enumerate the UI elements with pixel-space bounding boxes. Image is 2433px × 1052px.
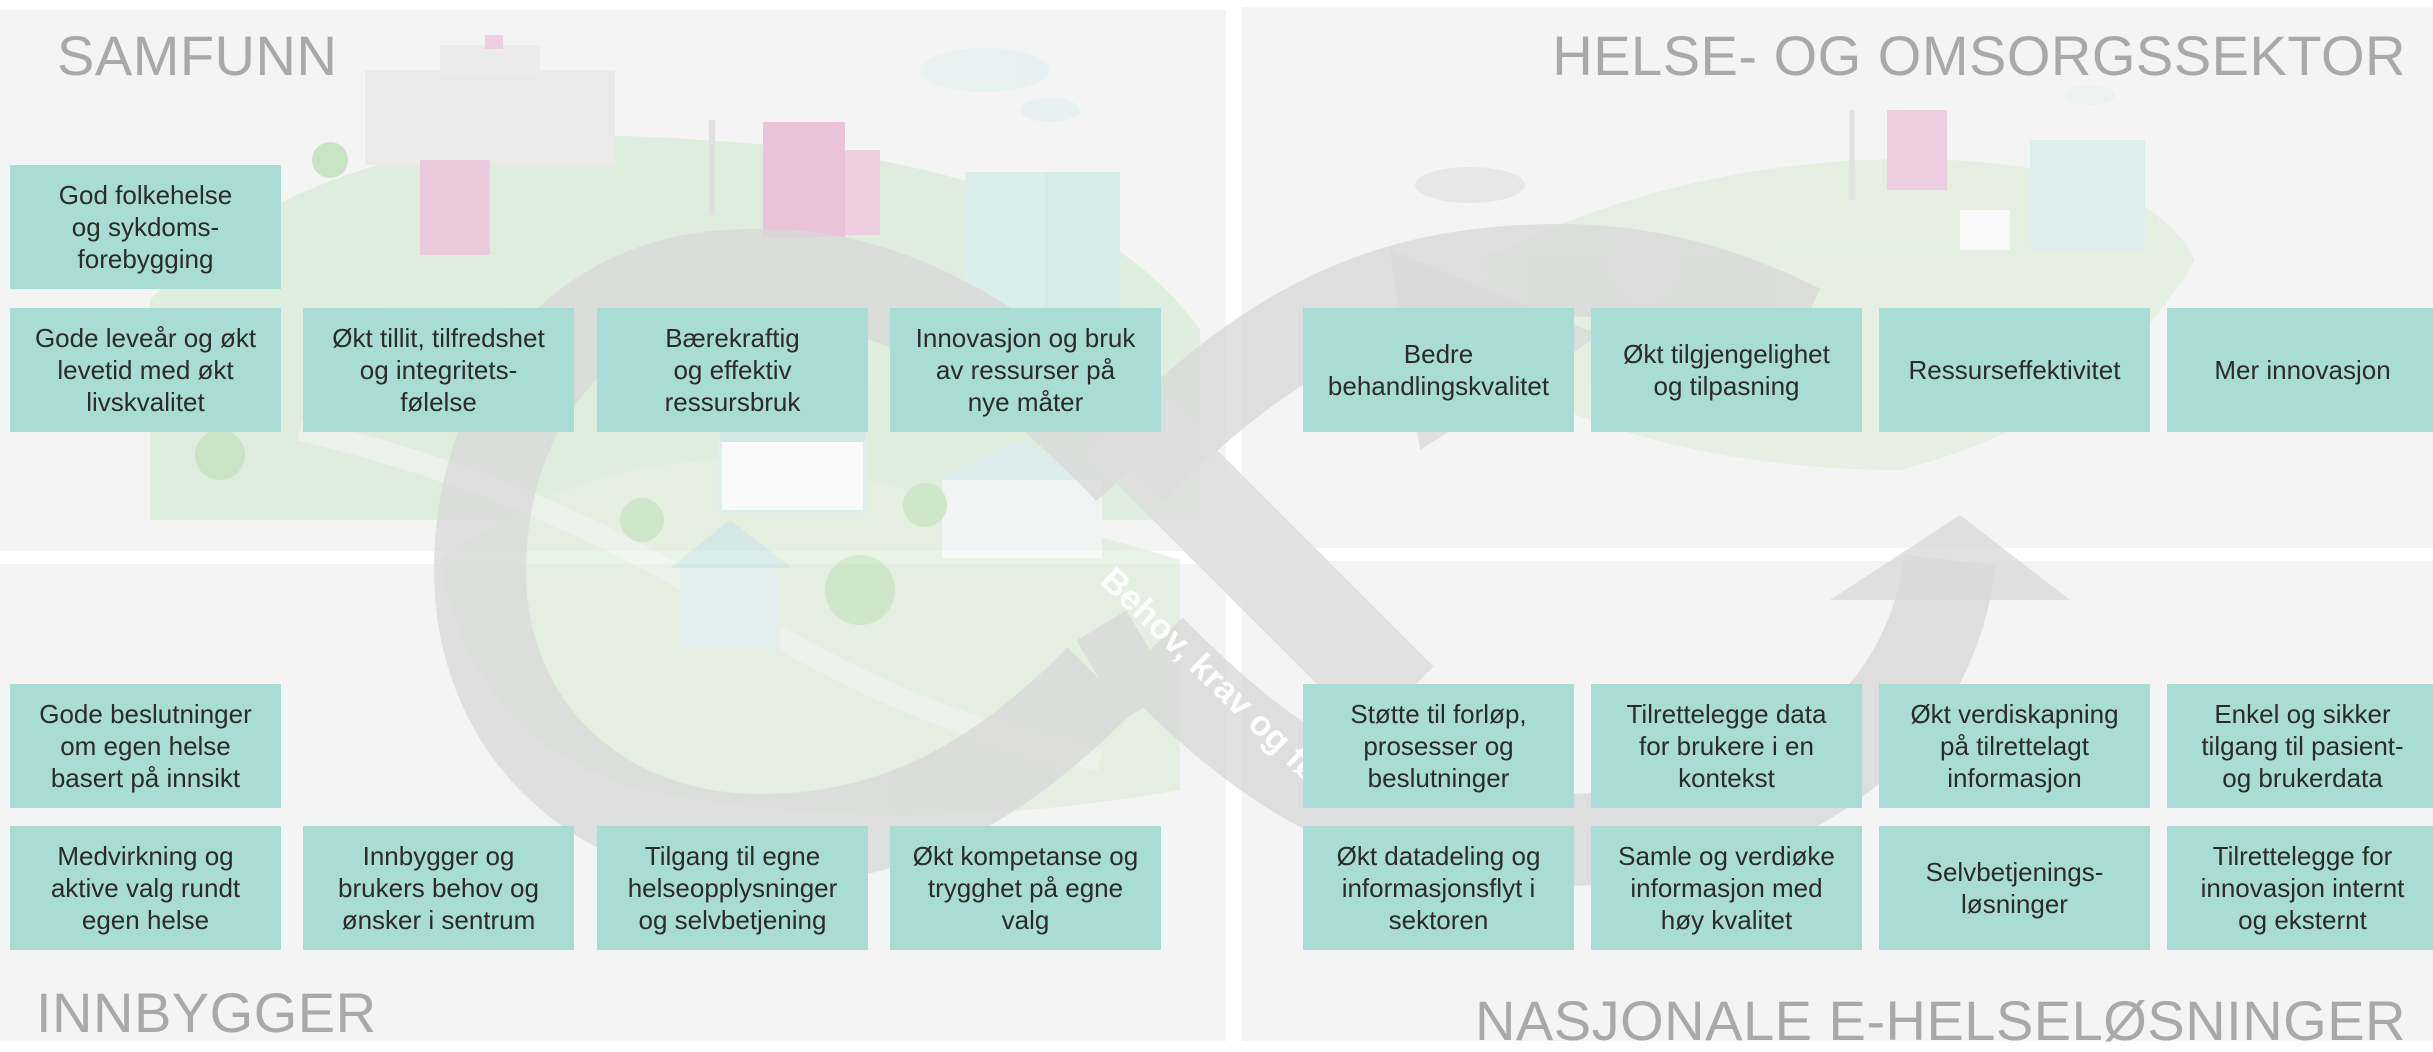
- goal-box-nasjonale: Økt verdiskapning på tilrettelagt inform…: [1879, 684, 2150, 808]
- goal-box-innbygger: Innbygger og brukers behov og ønsker i s…: [303, 826, 574, 950]
- goal-box-nasjonale: Enkel og sikker tilgang til pasient- og …: [2167, 684, 2433, 808]
- goal-box-innbygger: Tilgang til egne helseopplysninger og se…: [597, 826, 868, 950]
- goal-box-nasjonale: Tilrettelegge data for brukere i en kont…: [1591, 684, 1862, 808]
- goal-box-nasjonale: Økt datadeling og informasjonsflyt i sek…: [1303, 826, 1574, 950]
- goal-box-nasjonale: Støtte til forløp, prosesser og beslutni…: [1303, 684, 1574, 808]
- goal-box-helse: Mer innovasjon: [2167, 308, 2433, 432]
- section-title-samfunn: SAMFUNN: [57, 24, 338, 87]
- goal-box-samfunn: Innovasjon og bruk av ressurser på nye m…: [890, 308, 1161, 432]
- loop-arrowhead-right: [1830, 515, 2070, 600]
- goal-box-samfunn: Økt tillit, tilfredshet og integritets- …: [303, 308, 574, 432]
- goal-box-samfunn: Bærekraftig og effektiv ressursbruk: [597, 308, 868, 432]
- section-title-nasjonale: NASJONALE E-HELSELØSNINGER: [1474, 989, 2406, 1052]
- goal-box-samfunn: Gode leveår og økt levetid med økt livsk…: [10, 308, 281, 432]
- goal-box-helse: Økt tilgjengelighet og tilpasning: [1591, 308, 1862, 432]
- goal-box-helse: Bedre behandlingskvalitet: [1303, 308, 1574, 432]
- goal-box-innbygger: Medvirkning og aktive valg rundt egen he…: [10, 826, 281, 950]
- section-title-innbygger: INNBYGGER: [36, 981, 377, 1044]
- goal-box-helse: Ressurseffektivitet: [1879, 308, 2150, 432]
- goal-box-nasjonale: Samle og verdiøke informasjon med høy kv…: [1591, 826, 1862, 950]
- goal-box-nasjonale: Tilrettelegge for innovasjon internt og …: [2167, 826, 2433, 950]
- goal-box-samfunn: God folkehelse og sykdoms- forebygging: [10, 165, 281, 289]
- goal-box-innbygger: Økt kompetanse og trygghet på egne valg: [890, 826, 1161, 950]
- section-title-helse: HELSE- OG OMSORGSSEKTOR: [1552, 24, 2406, 87]
- goal-box-innbygger: Gode beslutninger om egen helse basert p…: [10, 684, 281, 808]
- goal-box-nasjonale: Selvbetjenings- løsninger: [1879, 826, 2150, 950]
